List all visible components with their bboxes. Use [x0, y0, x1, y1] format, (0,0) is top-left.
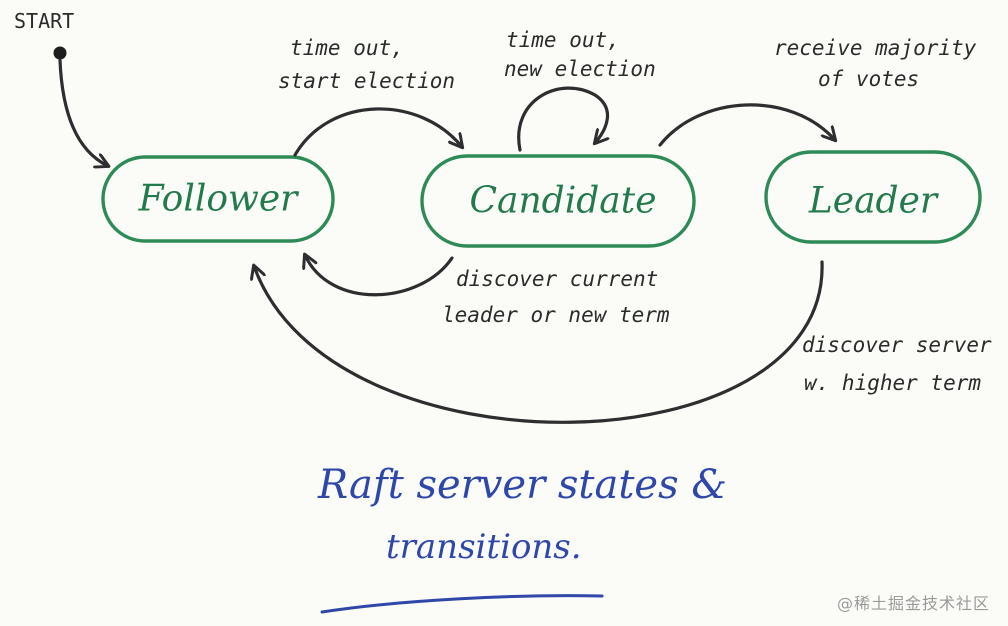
label-timeout-start-2: start election	[278, 69, 455, 93]
start-dot	[53, 46, 67, 60]
state-candidate: Candidate	[420, 154, 696, 248]
state-follower: Follower	[101, 155, 335, 243]
caption-line-1: Raft server states &	[317, 462, 727, 508]
start-arrow	[58, 58, 108, 166]
arrow-candidate-self-loop	[517, 86, 608, 152]
state-candidate-label: Candidate	[469, 181, 656, 222]
caption-underline	[320, 594, 604, 614]
arrow-candidate-to-follower	[305, 255, 454, 297]
label-discover-server-2: w. higher term	[804, 371, 981, 395]
label-timeout-new-1: time out,	[506, 28, 620, 52]
label-majority-2: of votes	[818, 67, 919, 91]
label-timeout-new-2: new election	[504, 57, 656, 81]
caption-line-2: transitions.	[386, 527, 582, 567]
label-timeout-start-1: time out,	[290, 36, 404, 60]
state-leader: Leader	[764, 150, 982, 244]
label-discover-current-1: discover current	[456, 267, 658, 291]
start-label: START	[14, 9, 74, 33]
state-follower-label: Follower	[138, 179, 300, 220]
label-majority-1: receive majority	[774, 36, 977, 60]
label-discover-current-2: leader or new term	[442, 303, 670, 327]
label-discover-server-1: discover server	[802, 333, 992, 357]
watermark: @稀土掘金技术社区	[836, 594, 990, 613]
arrow-candidate-to-leader	[658, 103, 835, 147]
state-leader-label: Leader	[808, 181, 939, 222]
arrow-leader-to-follower	[254, 260, 824, 424]
arrow-follower-to-candidate	[293, 107, 462, 157]
